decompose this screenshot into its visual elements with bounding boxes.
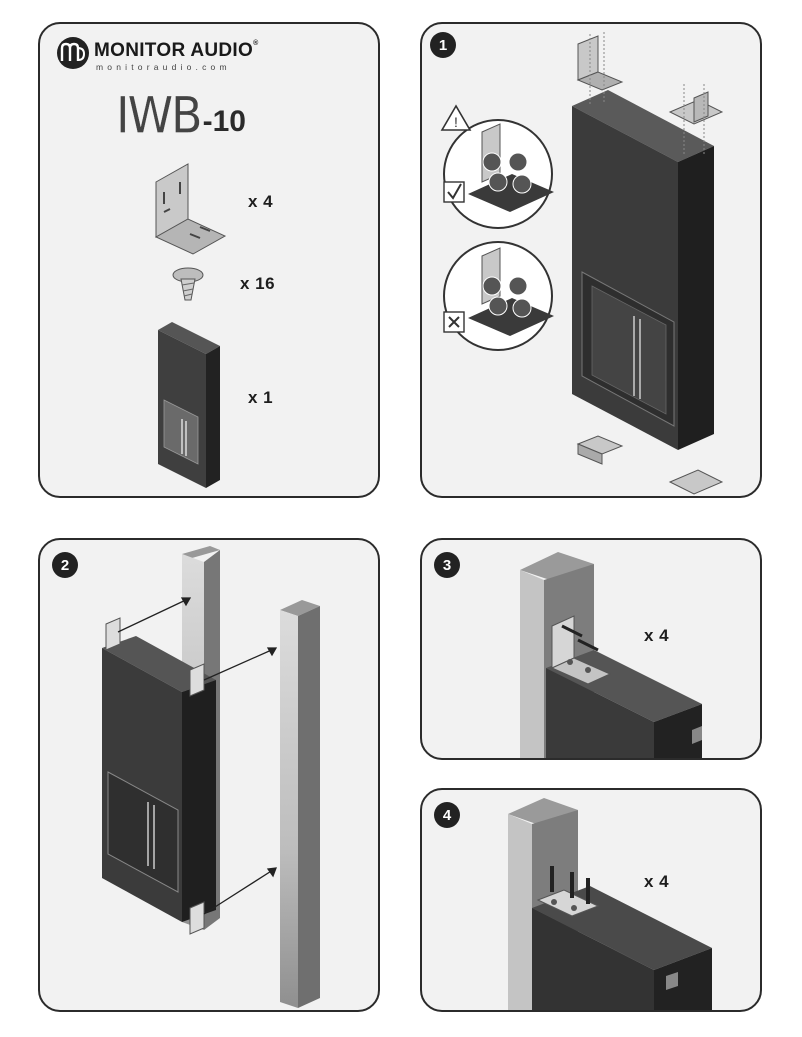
parts-panel: MONITOR AUDIO® monitoraudio.com IWB-10 x… <box>38 22 380 498</box>
model-name: IWB-10 <box>116 85 246 145</box>
model-main: IWB <box>116 85 203 145</box>
brand-name-text: MONITOR AUDIO <box>94 40 254 61</box>
bracket-far <box>692 726 702 744</box>
bracket-far <box>666 972 678 990</box>
step-4-artwork <box>508 798 712 1010</box>
step-2-artwork <box>102 546 320 1008</box>
step-4-panel: 4 x 4 <box>420 788 762 1012</box>
bracket-illustration <box>536 889 600 917</box>
cross-icon <box>443 311 465 333</box>
wall-stud-right <box>280 600 320 1008</box>
correct-orientation-detail <box>443 119 554 229</box>
top-bracket-right <box>668 91 724 125</box>
step-1-artwork: ! <box>440 32 724 495</box>
step-3-quantity: x 4 <box>644 626 670 645</box>
backbox-illustration <box>102 636 216 922</box>
step-4-badge: 4 <box>434 802 460 828</box>
step-1-badge: 1 <box>430 32 456 58</box>
parts-artwork <box>57 37 227 488</box>
incorrect-orientation-detail <box>443 241 554 351</box>
screw-arrows <box>561 624 599 652</box>
bracket-top-left <box>105 617 121 651</box>
registered-mark: ® <box>253 40 259 47</box>
bracket-bottom <box>189 901 205 935</box>
bracket-top-right <box>189 663 205 697</box>
bottom-bracket-right <box>668 469 724 495</box>
backbox-quantity: x 1 <box>248 388 274 407</box>
screw-down-arrows <box>550 866 590 904</box>
step-3-panel: 3 x 4 <box>420 538 762 760</box>
warning-icon: ! <box>440 104 472 131</box>
screw-quantity: x 16 <box>240 274 276 293</box>
step-1-panel: ! 1 <box>420 22 762 498</box>
brand-name: MONITOR AUDIO® <box>94 40 259 62</box>
step-2-badge: 2 <box>52 552 78 578</box>
bracket-quantity: x 4 <box>248 192 274 211</box>
svg-text:!: ! <box>454 114 458 130</box>
screw-guide-lines <box>589 32 705 154</box>
brand-url: monitoraudio.com <box>96 62 231 72</box>
step-2-panel: 2 <box>38 538 380 1012</box>
model-suffix: -10 <box>202 105 246 138</box>
step-3-badge: 3 <box>434 552 460 578</box>
bracket-illustration <box>154 163 227 255</box>
top-bracket-left <box>576 35 624 91</box>
mounting-arrows <box>117 597 278 915</box>
backbox-illustration <box>158 322 220 488</box>
bottom-bracket-left <box>576 435 624 465</box>
monitor-audio-logo-icon <box>57 37 89 69</box>
screw-illustration <box>172 267 204 301</box>
backbox-illustration <box>572 90 714 450</box>
step-4-quantity: x 4 <box>644 872 670 891</box>
step-3-artwork <box>520 552 702 758</box>
check-icon <box>443 181 465 203</box>
